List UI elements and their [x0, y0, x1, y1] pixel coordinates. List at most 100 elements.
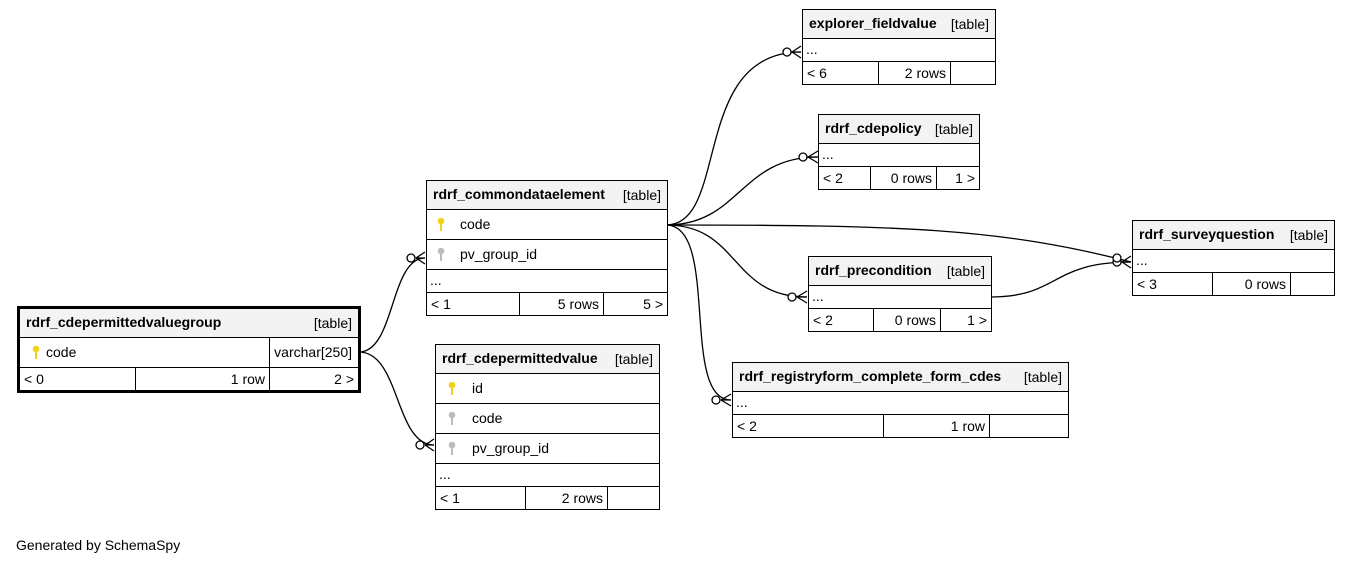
- primary-key-icon: [448, 381, 456, 395]
- primary-key-icon: [32, 345, 40, 359]
- table-kind: [table]: [313, 315, 352, 331]
- table-header: rdrf_cdepermittedvalue [table]: [436, 345, 659, 374]
- children-count: < 3: [1133, 273, 1213, 295]
- table-footer: < 1 2 rows: [436, 487, 659, 509]
- more-columns: ...: [809, 286, 991, 309]
- more-columns: ...: [803, 39, 995, 62]
- more-columns: ...: [819, 144, 979, 167]
- primary-key-icon: [437, 217, 445, 231]
- children-count: < 2: [819, 167, 871, 189]
- crowfoot: [424, 438, 435, 452]
- column-name: code: [46, 344, 77, 360]
- table-rdrf-commondataelement[interactable]: rdrf_commondataelement [table] code pv_g…: [426, 180, 668, 316]
- row-count: 5 rows: [520, 293, 604, 315]
- parents-count: 1 >: [967, 312, 987, 328]
- column-row: code: [427, 210, 667, 240]
- row-count: 1 row: [136, 368, 270, 390]
- edge-precondition-to-surveyquestion: [989, 261, 1132, 298]
- column-row: id: [436, 374, 659, 404]
- table-footer: < 1 5 rows 5 >: [427, 293, 667, 315]
- column-name: pv_group_id: [460, 246, 538, 262]
- generated-by-label: Generated by SchemaSpy: [16, 537, 181, 553]
- table-header: rdrf_registryform_complete_form_cdes [ta…: [733, 363, 1068, 392]
- table-name: rdrf_registryform_complete_form_cdes: [739, 368, 1002, 384]
- column-name: id: [472, 380, 483, 396]
- more-columns: ...: [436, 464, 659, 487]
- crowfoot: [720, 393, 732, 407]
- edge-end-circle: [1112, 253, 1122, 263]
- table-rdrf-cdepolicy[interactable]: rdrf_cdepolicy [table] ... < 2 0 rows 1 …: [818, 114, 980, 190]
- foreign-key-icon: [448, 411, 456, 425]
- row-count: 0 rows: [1213, 273, 1291, 295]
- column-type: varchar[250]: [269, 338, 358, 367]
- more-columns: ...: [427, 270, 667, 293]
- table-header: rdrf_surveyquestion [table]: [1133, 221, 1334, 250]
- edge-cde-to-registryform-cdes: [665, 224, 732, 401]
- parents-count: [951, 62, 995, 84]
- more-columns: ...: [1133, 250, 1334, 273]
- more-columns: ...: [733, 392, 1068, 415]
- table-rdrf-cdepermittedvaluegroup[interactable]: rdrf_cdepermittedvaluegroup [table] code…: [17, 306, 361, 393]
- table-kind: [table]: [946, 263, 985, 279]
- table-name: rdrf_precondition: [815, 262, 932, 278]
- column-row: code varchar[250]: [20, 338, 358, 368]
- table-name: rdrf_cdepolicy: [825, 120, 922, 136]
- edge-end-circle: [782, 47, 792, 57]
- column-row: pv_group_id: [436, 434, 659, 464]
- table-header: explorer_fieldvalue [table]: [803, 10, 995, 39]
- table-footer: < 3 0 rows: [1133, 273, 1334, 295]
- row-count: 0 rows: [871, 167, 937, 189]
- table-rdrf-surveyquestion[interactable]: rdrf_surveyquestion [table] ... < 3 0 ro…: [1132, 220, 1335, 296]
- foreign-key-icon: [437, 247, 445, 261]
- table-rdrf-precondition[interactable]: rdrf_precondition [table] ... < 2 0 rows…: [808, 256, 992, 332]
- children-count: < 1: [436, 487, 526, 509]
- table-header: rdrf_precondition [table]: [809, 257, 991, 286]
- table-name: rdrf_surveyquestion: [1139, 226, 1275, 242]
- table-kind: [table]: [1289, 227, 1328, 243]
- crowfoot: [791, 45, 802, 59]
- children-count: < 0: [20, 368, 136, 390]
- column-name: code: [460, 216, 491, 232]
- edge-cde-to-explorer-fieldvalue: [665, 51, 802, 226]
- table-header: rdrf_commondataelement [table]: [427, 181, 667, 210]
- table-footer: < 6 2 rows: [803, 62, 995, 84]
- edge-cde-to-cdepolicy: [665, 156, 819, 226]
- column-name: code: [472, 410, 503, 426]
- row-count: 0 rows: [874, 309, 941, 331]
- edge-end-circle: [711, 395, 721, 405]
- table-footer: < 2 1 row: [733, 415, 1068, 437]
- edge-cde-to-precondition: [665, 224, 808, 298]
- foreign-key-icon: [448, 441, 456, 455]
- table-explorer-fieldvalue[interactable]: explorer_fieldvalue [table] ... < 6 2 ro…: [802, 9, 996, 85]
- crowfoot: [807, 150, 819, 164]
- children-count: < 2: [809, 309, 874, 331]
- crowfoot: [1121, 255, 1132, 269]
- children-count: < 6: [803, 62, 879, 84]
- edge-end-circle: [406, 253, 416, 263]
- table-footer: < 2 0 rows 1 >: [809, 309, 991, 331]
- parents-count: [990, 415, 1068, 437]
- table-rdrf-cdepermittedvalue[interactable]: rdrf_cdepermittedvalue [table] id code p…: [435, 344, 660, 510]
- table-footer: < 2 0 rows 1 >: [819, 167, 979, 189]
- column-name: pv_group_id: [472, 440, 550, 456]
- children-count: < 1: [427, 293, 520, 315]
- row-count: 2 rows: [879, 62, 951, 84]
- table-kind: [table]: [614, 351, 653, 367]
- table-kind: [table]: [934, 121, 973, 137]
- table-header: rdrf_cdepolicy [table]: [819, 115, 979, 144]
- table-name: rdrf_cdepermittedvaluegroup: [26, 314, 222, 330]
- crowfoot: [415, 251, 426, 265]
- parents-count: [1291, 273, 1334, 295]
- edge-group-to-permittedvalue: [358, 351, 435, 446]
- table-kind: [table]: [1023, 369, 1062, 385]
- table-rdrf-registryform-complete-form-cdes[interactable]: rdrf_registryform_complete_form_cdes [ta…: [732, 362, 1069, 438]
- edge-cde-to-surveyquestion: [665, 224, 1132, 263]
- edge-end-circle: [787, 292, 797, 302]
- parents-count: 2 >: [334, 371, 354, 387]
- table-name: rdrf_commondataelement: [433, 186, 605, 202]
- parents-count: [608, 487, 659, 509]
- column-row: pv_group_id: [427, 240, 667, 270]
- edge-end-circle: [798, 152, 808, 162]
- row-count: 2 rows: [526, 487, 608, 509]
